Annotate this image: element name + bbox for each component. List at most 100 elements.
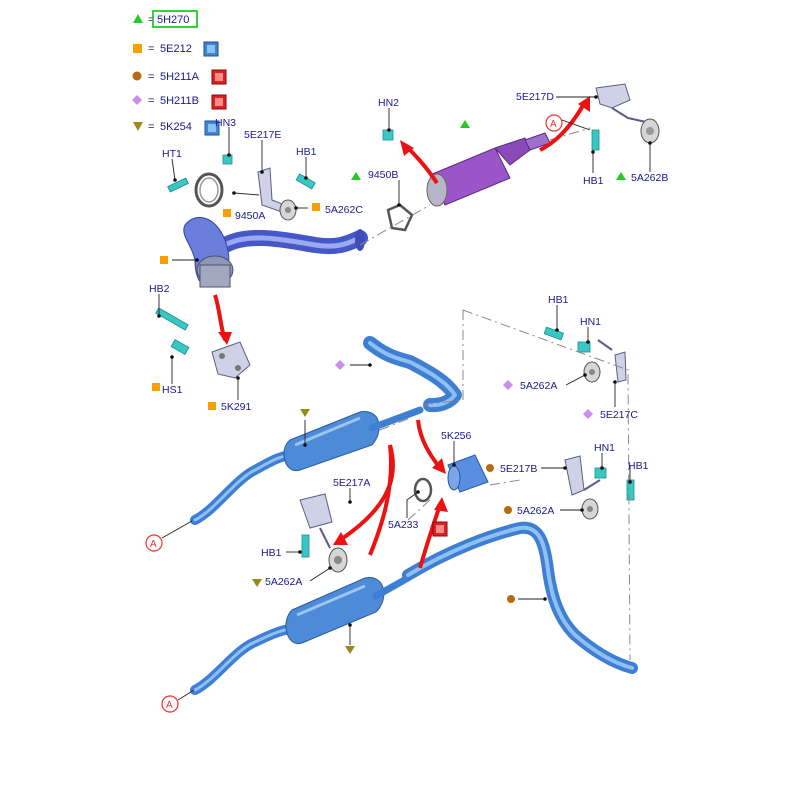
connection-marker-a: A [145,534,163,552]
muffler-lower [190,574,412,695]
label-hn1-mr: HN1 [580,316,601,328]
legend-label-5h270: 5H270 [157,14,189,26]
bracket-5e217b [564,455,601,496]
legend-eq: = [148,71,154,83]
intermediate-pipe [363,336,462,413]
callout-marker-brown [507,595,515,603]
label-hs1: HS1 [162,384,183,396]
legend-eq: = [148,121,154,133]
callout-marker-olive [252,579,262,587]
legend-highlight-box [152,10,198,28]
svg-text:A: A [150,539,157,550]
label-hn1-lr: HN1 [594,442,615,454]
red-book-icon [432,521,448,537]
callout-marker-brown [504,506,512,514]
label-5a262b: 5A262B [631,172,668,184]
legend-label-5e212: 5E212 [160,43,192,55]
label-5k291: 5K291 [221,401,252,413]
callout-marker-brown [486,464,494,472]
legend-label-5h211a: 5H211A [160,71,200,83]
callout-marker-green [351,172,361,180]
callout-marker-lilac [335,360,345,370]
callout-marker-green [616,172,626,180]
legend-eq: = [148,14,154,26]
label-5a262a-lr: 5A262A [517,505,554,517]
label-hb2: HB2 [149,283,170,295]
bolt-hs1 [170,338,190,356]
label-hn3: HN3 [215,117,236,129]
callout-marker-orange [152,383,160,391]
callout-marker-orange [223,209,231,217]
insulator-5a262a-ll [328,547,348,573]
bolt-hb1-mr [543,326,564,341]
label-hb1-right: HB1 [583,175,604,187]
label-5e217d: 5E217D [516,91,554,103]
svg-text:A: A [550,119,557,130]
legend-eq: = [148,95,154,107]
gasket-9450a [194,172,224,208]
label-5e217b: 5E217B [500,463,537,475]
connection-marker-a: A [545,114,563,132]
bolt-hb1-lr [626,479,635,501]
nut-hn1-mr [577,341,591,353]
label-5a233: 5A233 [388,519,419,531]
legend-marker-triangle-down [133,122,143,131]
callout-marker-orange [160,256,168,264]
insulator-5a262a-lr [581,498,599,520]
part-labels: HN2 5E217D HN3 5E217E HT1 HB1 9450B 5A26… [149,91,668,588]
label-5k256: 5K256 [441,430,472,442]
label-hb1-mr: HB1 [548,294,569,306]
label-5a262c: 5A262C [325,204,363,216]
connection-marker-a: A [161,695,179,713]
insulator-5a262b [640,118,660,144]
legend-marker-circle [132,71,142,81]
bolt-ht1 [167,177,189,193]
nut-hn2 [382,129,394,141]
label-5e217c: 5E217C [600,409,638,421]
callout-marker-olive [300,409,310,417]
legend-marker-triangle [133,14,143,23]
blue-book-icon [204,120,220,136]
callout-marker-lilac [583,409,593,419]
catalytic-converter [183,216,368,288]
blue-book-icon [203,41,219,57]
label-9450a: 9450A [235,210,265,222]
legend-label-5k254: 5K254 [160,121,192,133]
legend: = 5H270 = 5E212 = 5H211A = 5H211B = 5K25… [132,10,227,136]
label-9450b: 9450B [368,169,398,181]
callout-marker-orange [312,203,320,211]
muffler-upper [190,406,424,525]
label-hb1-ll: HB1 [261,547,282,559]
bracket-5e217a [299,493,333,549]
leader-lines [157,95,652,701]
label-5a262a-ll: 5A262A [265,576,302,588]
label-5e217a: 5E217A [333,477,370,489]
insulator-5a262c [279,199,297,221]
resonator-5k256 [447,454,489,493]
red-book-icon [211,69,227,85]
bolt-hb1-ll [301,534,310,558]
callout-marker-lilac [503,380,513,390]
label-ht1: HT1 [162,148,182,160]
clamp-5a233 [413,477,433,503]
legend-marker-diamond [132,95,142,105]
bracket-5e217d [595,83,647,123]
legend-label-5h211b: 5H211B [160,95,199,107]
legend-marker-square [133,44,142,53]
flow-arrows [213,96,590,569]
label-hn2: HN2 [378,97,399,109]
red-book-icon [211,94,227,110]
heat-shield-5k291 [211,341,251,379]
bolt-hn3 [222,154,233,165]
callout-marker-orange [208,402,216,410]
callout-marker-green [460,120,470,128]
tail-pipe [402,521,638,674]
label-5a262a-mr: 5A262A [520,380,557,392]
label-5e217e: 5E217E [244,129,281,141]
label-hb1-lr: HB1 [628,460,649,472]
centerlines [359,127,631,661]
legend-eq: = [148,43,154,55]
svg-text:A: A [166,700,173,711]
bolt-hb1-right [591,129,600,151]
